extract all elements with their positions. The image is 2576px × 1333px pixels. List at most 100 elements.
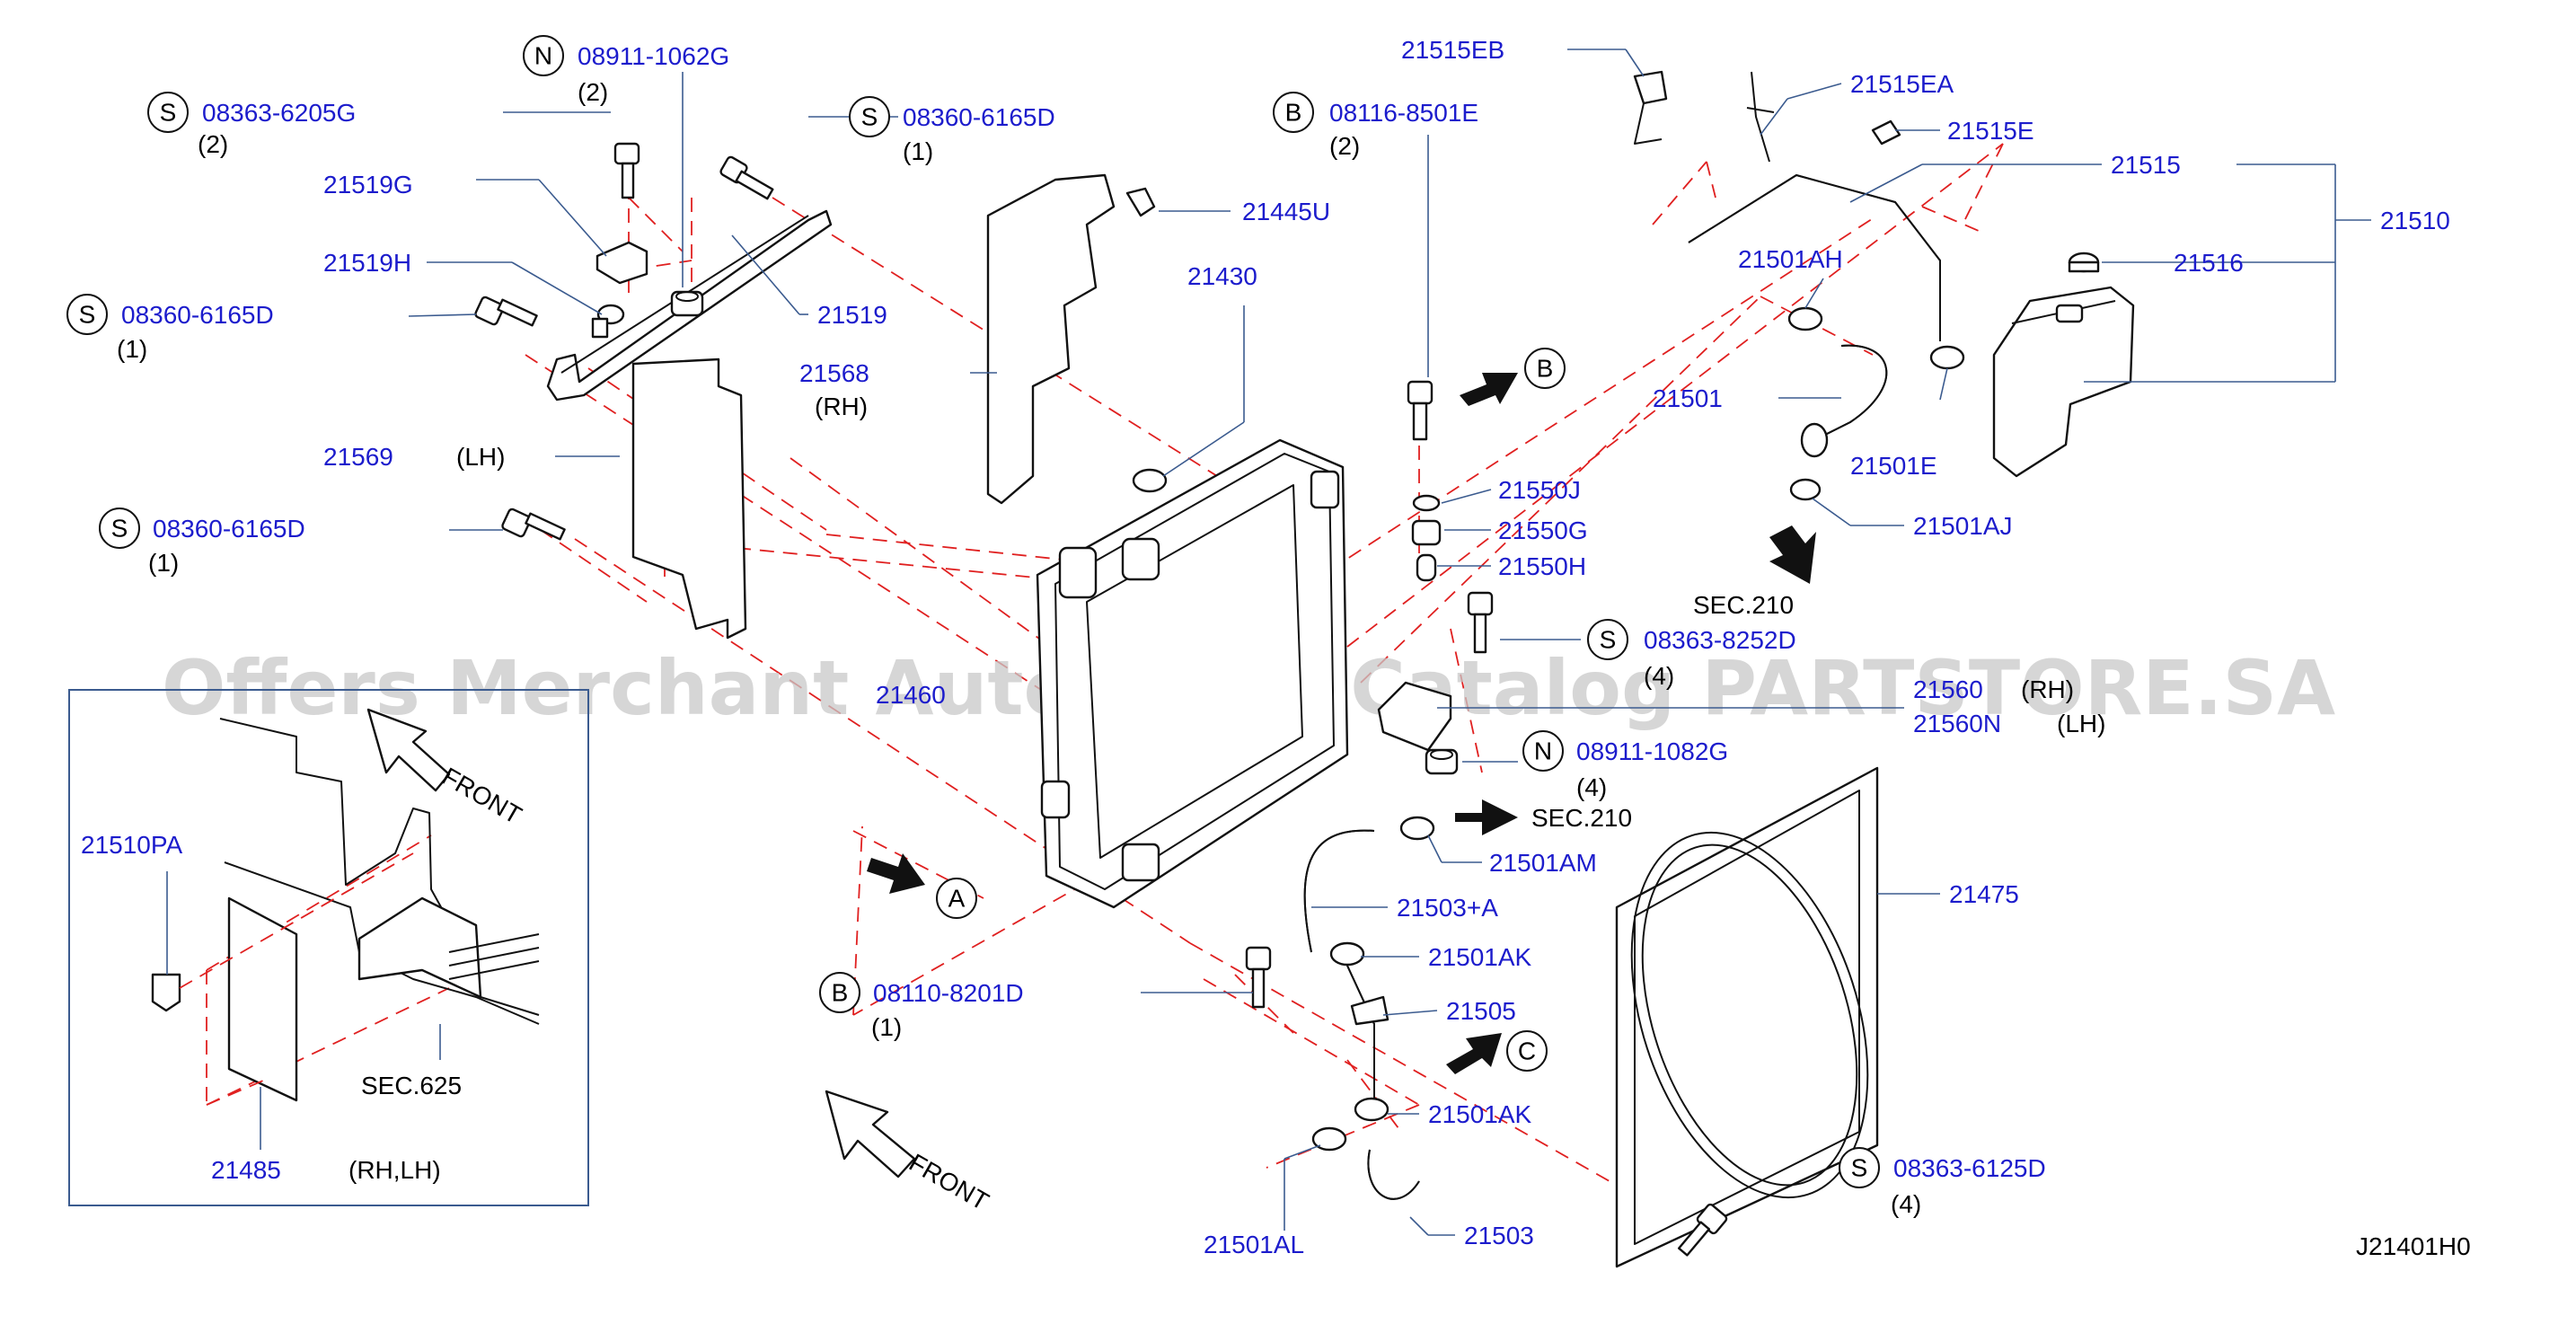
part-label-21505: 21505: [1446, 997, 1516, 1025]
lower-hose-a: [1303, 829, 1375, 953]
part-label-21519: 21519: [817, 301, 887, 329]
callout-part-number: 08911-1062G: [578, 42, 729, 70]
sec-arrow-icon: [1455, 799, 1518, 835]
part-label-21510: 21510: [2380, 207, 2450, 234]
nut-icon: [670, 290, 704, 317]
view-badge-c: [1506, 1030, 1548, 1072]
mount-bracket: [1377, 681, 1452, 752]
clamp-21501al: [1311, 1126, 1347, 1152]
view-letter: B: [1537, 355, 1554, 383]
part-label-21516: 21516: [2174, 249, 2244, 277]
prefix-badge-s: [1839, 1147, 1880, 1188]
sec-210-label: SEC.210: [1693, 591, 1794, 619]
prefix-letter: B: [1285, 99, 1302, 127]
part-label-21519g: 21519G: [323, 171, 413, 199]
part-label-21569: 21569: [323, 443, 393, 471]
clamp-21501ah: [1787, 306, 1823, 331]
fan-shroud: [1615, 766, 1879, 1268]
bolt-icon: [1467, 591, 1494, 654]
prefix-letter: S: [1600, 626, 1617, 654]
prefix-badge-s: [147, 92, 189, 133]
bolt-icon: [613, 142, 640, 199]
upper-hose: [1800, 344, 1888, 458]
callout-quantity: (2): [1329, 132, 1360, 160]
part-label-21501ak: 21501AK: [1428, 1100, 1532, 1128]
callout-quantity: (1): [903, 137, 933, 165]
part-label-21560: 21560: [1913, 675, 1983, 703]
part-side-21569: (LH): [456, 443, 505, 471]
part-label-21475: 21475: [1949, 880, 2019, 908]
clip-21515e: [1871, 119, 1901, 146]
detail-inset: [68, 689, 589, 1206]
air-guide-lh: [631, 358, 747, 640]
prefix-letter: S: [160, 99, 177, 127]
part-label-21550h: 21550H: [1498, 552, 1586, 580]
callout-quantity: (1): [117, 335, 147, 363]
part-label-21515ea: 21515EA: [1850, 70, 1954, 98]
part-side-21485: (RH,LH): [348, 1156, 441, 1184]
callout-part-number: 08116-8501E: [1329, 99, 1478, 127]
view-letter: C: [1518, 1037, 1536, 1065]
callout-quantity: (2): [198, 130, 228, 158]
callout-part-number: 08360-6165D: [121, 301, 274, 329]
clip-21445u: [1125, 187, 1156, 217]
nut-icon: [1425, 748, 1459, 775]
clamp-21501am: [1399, 816, 1435, 841]
part-side-21568: (RH): [815, 393, 868, 420]
callout-quantity: (4): [1644, 662, 1674, 690]
part-label-21568: 21568: [799, 359, 869, 387]
bolt-icon: [1245, 946, 1272, 1009]
clamp-21501ak: [1329, 941, 1365, 967]
view-arrow-icon: [867, 853, 925, 894]
view-arrow-icon: [1446, 1033, 1502, 1074]
air-guide-rh: [986, 173, 1116, 505]
prefix-letter: S: [861, 103, 878, 131]
prefix-badge-s: [1587, 619, 1628, 660]
lower-hose: [1367, 1149, 1420, 1200]
part-side-21560n: (LH): [2057, 710, 2105, 737]
part-label-21515: 21515: [2111, 151, 2181, 179]
part-label-21501am: 21501AM: [1489, 849, 1597, 877]
prefix-badge-n: [1522, 730, 1564, 772]
callout-part-number: 08363-6125D: [1893, 1154, 2046, 1182]
clip-icon: [591, 304, 625, 339]
part-label-21501ah: 21501AH: [1738, 245, 1843, 273]
part-label-21501ak: 21501AK: [1428, 943, 1532, 971]
radiator-cap: [1132, 468, 1168, 493]
overflow-hose: [1688, 174, 1941, 341]
part-label-21460: 21460: [876, 681, 946, 709]
callout-part-number: 08363-8252D: [1644, 626, 1796, 654]
sec-arrow-icon: [1769, 525, 1816, 584]
prefix-letter: S: [111, 515, 128, 543]
callout-part-number: 08363-6205G: [202, 99, 356, 127]
prefix-letter: S: [1851, 1154, 1868, 1182]
part-label-21503a: 21503+A: [1397, 894, 1498, 922]
leader-lines: [166, 49, 2371, 1236]
part-label-21560n: 21560N: [1913, 710, 2001, 737]
front-arrow-icon: [366, 708, 451, 792]
part-label-21515eb: 21515EB: [1401, 36, 1504, 64]
callout-quantity: (4): [1891, 1190, 1921, 1218]
prefix-badge-s: [66, 294, 108, 335]
part-label-21430: 21430: [1187, 262, 1257, 290]
bracket-21519g: [595, 241, 648, 285]
callout-part-number: 08360-6165D: [153, 515, 305, 543]
clamp-21501e: [1929, 345, 1965, 370]
front-label-inset: FRONT: [437, 762, 526, 829]
front-label: FRONT: [904, 1148, 993, 1215]
pipe-21505: [1346, 965, 1389, 1100]
prefix-badge-s: [849, 96, 890, 137]
bolt-icon: [719, 155, 774, 200]
part-label-21501e: 21501E: [1850, 452, 1937, 480]
part-label-21550g: 21550G: [1498, 516, 1588, 544]
part-label-21501aj: 21501AJ: [1913, 512, 2013, 540]
clamp-21501aj: [1789, 478, 1822, 501]
clip-21515eb: [1633, 70, 1668, 145]
part-side-21560: (RH): [2021, 675, 2074, 703]
washer-21550j: [1412, 494, 1441, 512]
callout-quantity: (4): [1576, 773, 1607, 801]
clip-21515ea: [1746, 71, 1775, 163]
prefix-badge-b: [1273, 92, 1314, 133]
prefix-letter: B: [832, 979, 849, 1007]
